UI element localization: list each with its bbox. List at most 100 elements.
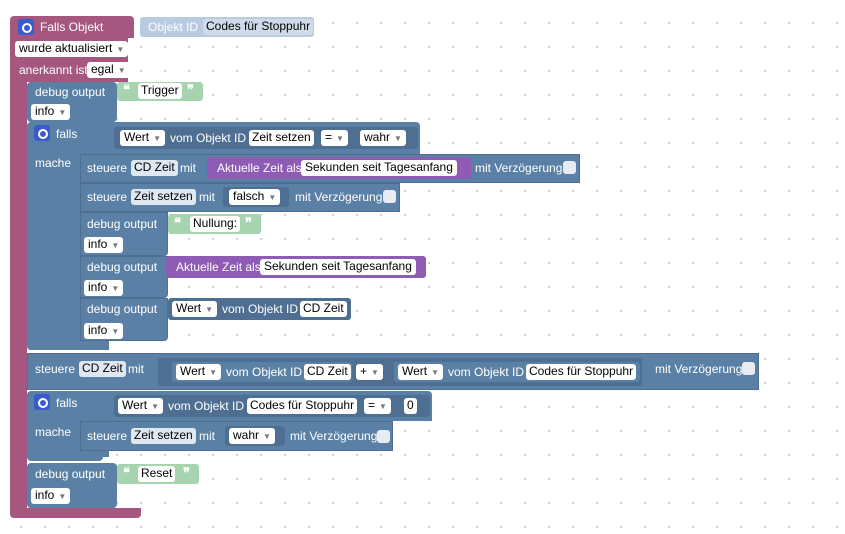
trigger-mode-dropdown[interactable]: wurde aktualisiert▼ (15, 41, 129, 57)
objekt-id-label: Objekt ID (148, 20, 199, 34)
text-field[interactable]: Reset (138, 466, 176, 482)
property-dropdown[interactable]: Wert▼ (118, 398, 164, 414)
set-label: steuere (87, 429, 128, 443)
level-value: info (35, 104, 55, 118)
quote-open-icon: ❝ (123, 465, 130, 480)
chevron-down-icon: ▼ (205, 305, 214, 314)
delay-checkbox[interactable] (383, 190, 396, 203)
level-dropdown[interactable]: info▼ (84, 280, 124, 296)
bool-value: wahr (233, 428, 260, 442)
objekt-id-block[interactable]: Objekt ID Codes für Stoppuhr (140, 17, 314, 37)
get-value-block[interactable]: Wert▼ vom Objekt ID CD Zeit (168, 298, 351, 320)
gear-icon[interactable] (18, 19, 34, 35)
level-dropdown[interactable]: info▼ (84, 323, 124, 339)
level-dropdown[interactable]: info▼ (31, 104, 71, 120)
trigger-mode-value: wurde aktualisiert (19, 41, 113, 55)
ack-value: egal (91, 62, 114, 76)
object-field[interactable]: Codes für Stoppuhr (247, 398, 358, 414)
chevron-down-icon: ▼ (117, 66, 126, 75)
set-state-cd-zeit[interactable]: steuere CD Zeit mit Aktuelle Zeit als Se… (80, 154, 580, 183)
ack-label: anerkannt ist (19, 63, 88, 77)
set-label: steuere (87, 161, 128, 175)
debug-label: debug output (35, 85, 106, 99)
text-block[interactable]: ❝ Reset ❞ (117, 464, 199, 484)
bool-block[interactable]: falsch▼ (223, 187, 289, 207)
from-label: vom Objekt ID (170, 131, 247, 145)
delay-label: mit Verzögerung (295, 190, 383, 204)
time-format-dropdown[interactable]: Sekunden seit Tagesanfang (260, 259, 416, 275)
time-format-dropdown[interactable]: Sekunden seit Tagesanfang (301, 160, 457, 176)
set-state-zeit-setzen[interactable]: steuere Zeit setzen mit falsch▼ mit Verz… (80, 183, 400, 212)
math-block[interactable]: Wert▼ vom Objekt ID CD Zeit +▼ Wert▼ vom… (158, 358, 642, 386)
operator-dropdown[interactable]: +▼ (356, 364, 383, 380)
operator-value: = (325, 130, 333, 144)
compare-block[interactable]: Wert▼ vom Objekt ID Zeit setzen =▼ wahr▼ (114, 127, 418, 149)
property-value: Wert (124, 130, 150, 144)
property-dropdown[interactable]: Wert▼ (176, 364, 222, 380)
object-field[interactable]: CD Zeit (304, 364, 351, 380)
object-field[interactable]: CD Zeit (79, 361, 126, 377)
bool-dropdown[interactable]: wahr▼ (229, 428, 275, 444)
chevron-down-icon: ▼ (431, 368, 440, 377)
text-block[interactable]: ❝ Nullung: ❞ (168, 214, 261, 234)
operator-value: + (360, 364, 368, 378)
with-label: mit (199, 190, 215, 204)
object-field[interactable]: Zeit setzen (131, 428, 196, 444)
event-title: Falls Objekt (40, 20, 104, 34)
time-label: Aktuelle Zeit als (217, 161, 302, 175)
if-label: falls (56, 396, 78, 410)
gear-icon[interactable] (34, 125, 50, 141)
get-value-left[interactable]: Wert▼ vom Objekt ID CD Zeit (172, 362, 352, 382)
object-field[interactable]: CD Zeit (300, 301, 347, 317)
ack-dropdown[interactable]: egal▼ (87, 62, 130, 78)
time-block[interactable]: Aktuelle Zeit als Sekunden seit Tagesanf… (166, 256, 426, 278)
set-state-zeit-setzen-2[interactable]: steuere Zeit setzen mit wahr▼ mit Verzög… (80, 421, 393, 451)
object-field[interactable]: Zeit setzen (249, 130, 314, 146)
property-value: Wert (176, 301, 202, 315)
objekt-id-field[interactable]: Codes für Stoppuhr (203, 19, 314, 35)
delay-checkbox[interactable] (377, 430, 390, 443)
object-field[interactable]: CD Zeit (131, 160, 178, 176)
property-dropdown[interactable]: Wert▼ (398, 364, 444, 380)
get-value-right[interactable]: Wert▼ vom Objekt ID Codes für Stoppuhr (394, 362, 640, 382)
chevron-down-icon: ▼ (153, 134, 162, 143)
chevron-down-icon: ▼ (151, 402, 160, 411)
set-state-main[interactable]: steuere CD Zeit mit Wert▼ vom Objekt ID … (27, 353, 759, 390)
with-label: mit (180, 161, 196, 175)
compare-block[interactable]: Wert▼ vom Objekt ID Codes für Stoppuhr =… (114, 395, 430, 417)
with-label: mit (199, 429, 215, 443)
value-dropdown[interactable]: wahr▼ (360, 130, 406, 146)
number-field[interactable]: 0 (404, 398, 417, 414)
property-dropdown[interactable]: Wert▼ (172, 301, 218, 317)
chevron-down-icon: ▼ (58, 492, 67, 501)
level-value: info (88, 237, 108, 251)
level-dropdown[interactable]: info▼ (84, 237, 124, 253)
gear-icon[interactable] (34, 394, 50, 410)
delay-checkbox[interactable] (742, 362, 755, 375)
delay-label: mit Verzögerung (475, 161, 563, 175)
text-field[interactable]: Trigger (138, 83, 182, 99)
property-value: Wert (122, 398, 148, 412)
time-label: Aktuelle Zeit als (176, 260, 261, 274)
object-field[interactable]: Codes für Stoppuhr (526, 364, 637, 380)
set-label: steuere (87, 190, 128, 204)
operator-value: = (368, 398, 376, 412)
quote-close-icon: ❞ (183, 465, 190, 480)
from-label: vom Objekt ID (222, 302, 299, 316)
chevron-down-icon: ▼ (58, 108, 67, 117)
property-dropdown[interactable]: Wert▼ (120, 130, 166, 146)
level-dropdown[interactable]: info▼ (31, 488, 71, 504)
delay-checkbox[interactable] (563, 161, 576, 174)
operator-dropdown[interactable]: =▼ (321, 130, 348, 146)
text-field[interactable]: Nullung: (190, 216, 241, 232)
object-field[interactable]: Zeit setzen (131, 189, 196, 205)
bool-block[interactable]: wahr▼ (225, 426, 285, 446)
chevron-down-icon: ▼ (394, 134, 402, 143)
bool-dropdown[interactable]: falsch▼ (229, 189, 281, 205)
if-label: falls (56, 127, 78, 141)
debug-label: debug output (87, 260, 158, 274)
operator-dropdown[interactable]: =▼ (364, 398, 391, 414)
quote-open-icon: ❝ (174, 215, 181, 230)
text-block[interactable]: ❝ Trigger ❞ (117, 82, 203, 101)
time-block[interactable]: Aktuelle Zeit als Sekunden seit Tagesanf… (207, 157, 471, 179)
